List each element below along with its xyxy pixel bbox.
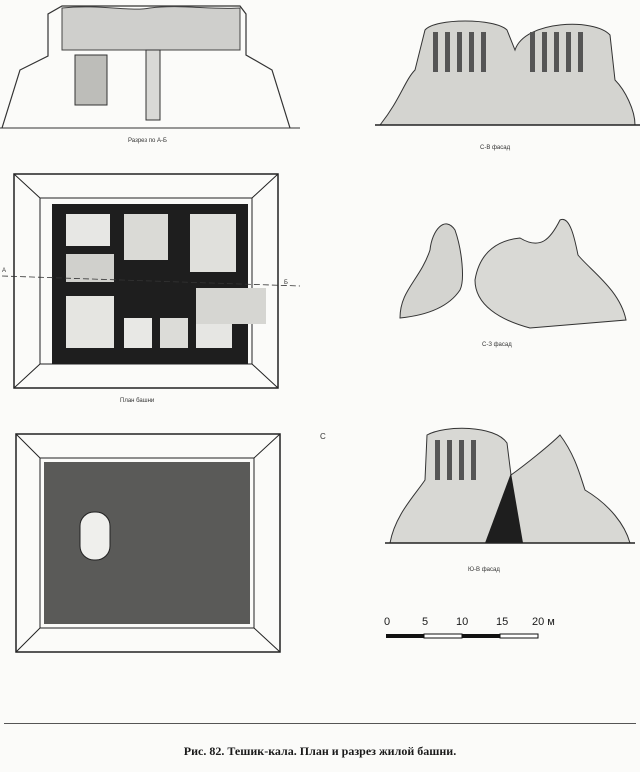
- roof-plan-drawing: [15, 433, 281, 653]
- section-ab-label: Разрез по А-Б: [128, 138, 167, 144]
- facade-sz-label: С-З фасад: [482, 342, 512, 348]
- scale-tick-15: 15: [496, 616, 509, 628]
- caption-divider: [4, 723, 636, 724]
- facade-sv-label: С-В фасад: [480, 145, 511, 151]
- plan-marker-a: А: [2, 268, 7, 274]
- scale-tick-20: 20 м: [532, 616, 555, 628]
- facade-yuv-label: Ю-В фасад: [468, 567, 500, 573]
- figure-caption: Рис. 82. Тешик-кала. План и разрез жилой…: [183, 744, 457, 758]
- facade-sv-drawing: [375, 20, 640, 126]
- tower-plan-label: План башни: [120, 398, 155, 404]
- scale-tick-0: 0: [384, 616, 391, 628]
- scale-tick-10: 10: [456, 616, 469, 628]
- plan-marker-c: С: [320, 432, 326, 441]
- tower-plan-drawing: [1, 173, 301, 389]
- section-ab-drawing: [0, 5, 300, 129]
- facade-yuv-drawing: [385, 427, 635, 544]
- scale-tick-5: 5: [422, 616, 429, 628]
- plan-marker-b: Б: [284, 280, 288, 286]
- scale-bar: [386, 633, 539, 639]
- facade-sz-drawing: [399, 218, 627, 329]
